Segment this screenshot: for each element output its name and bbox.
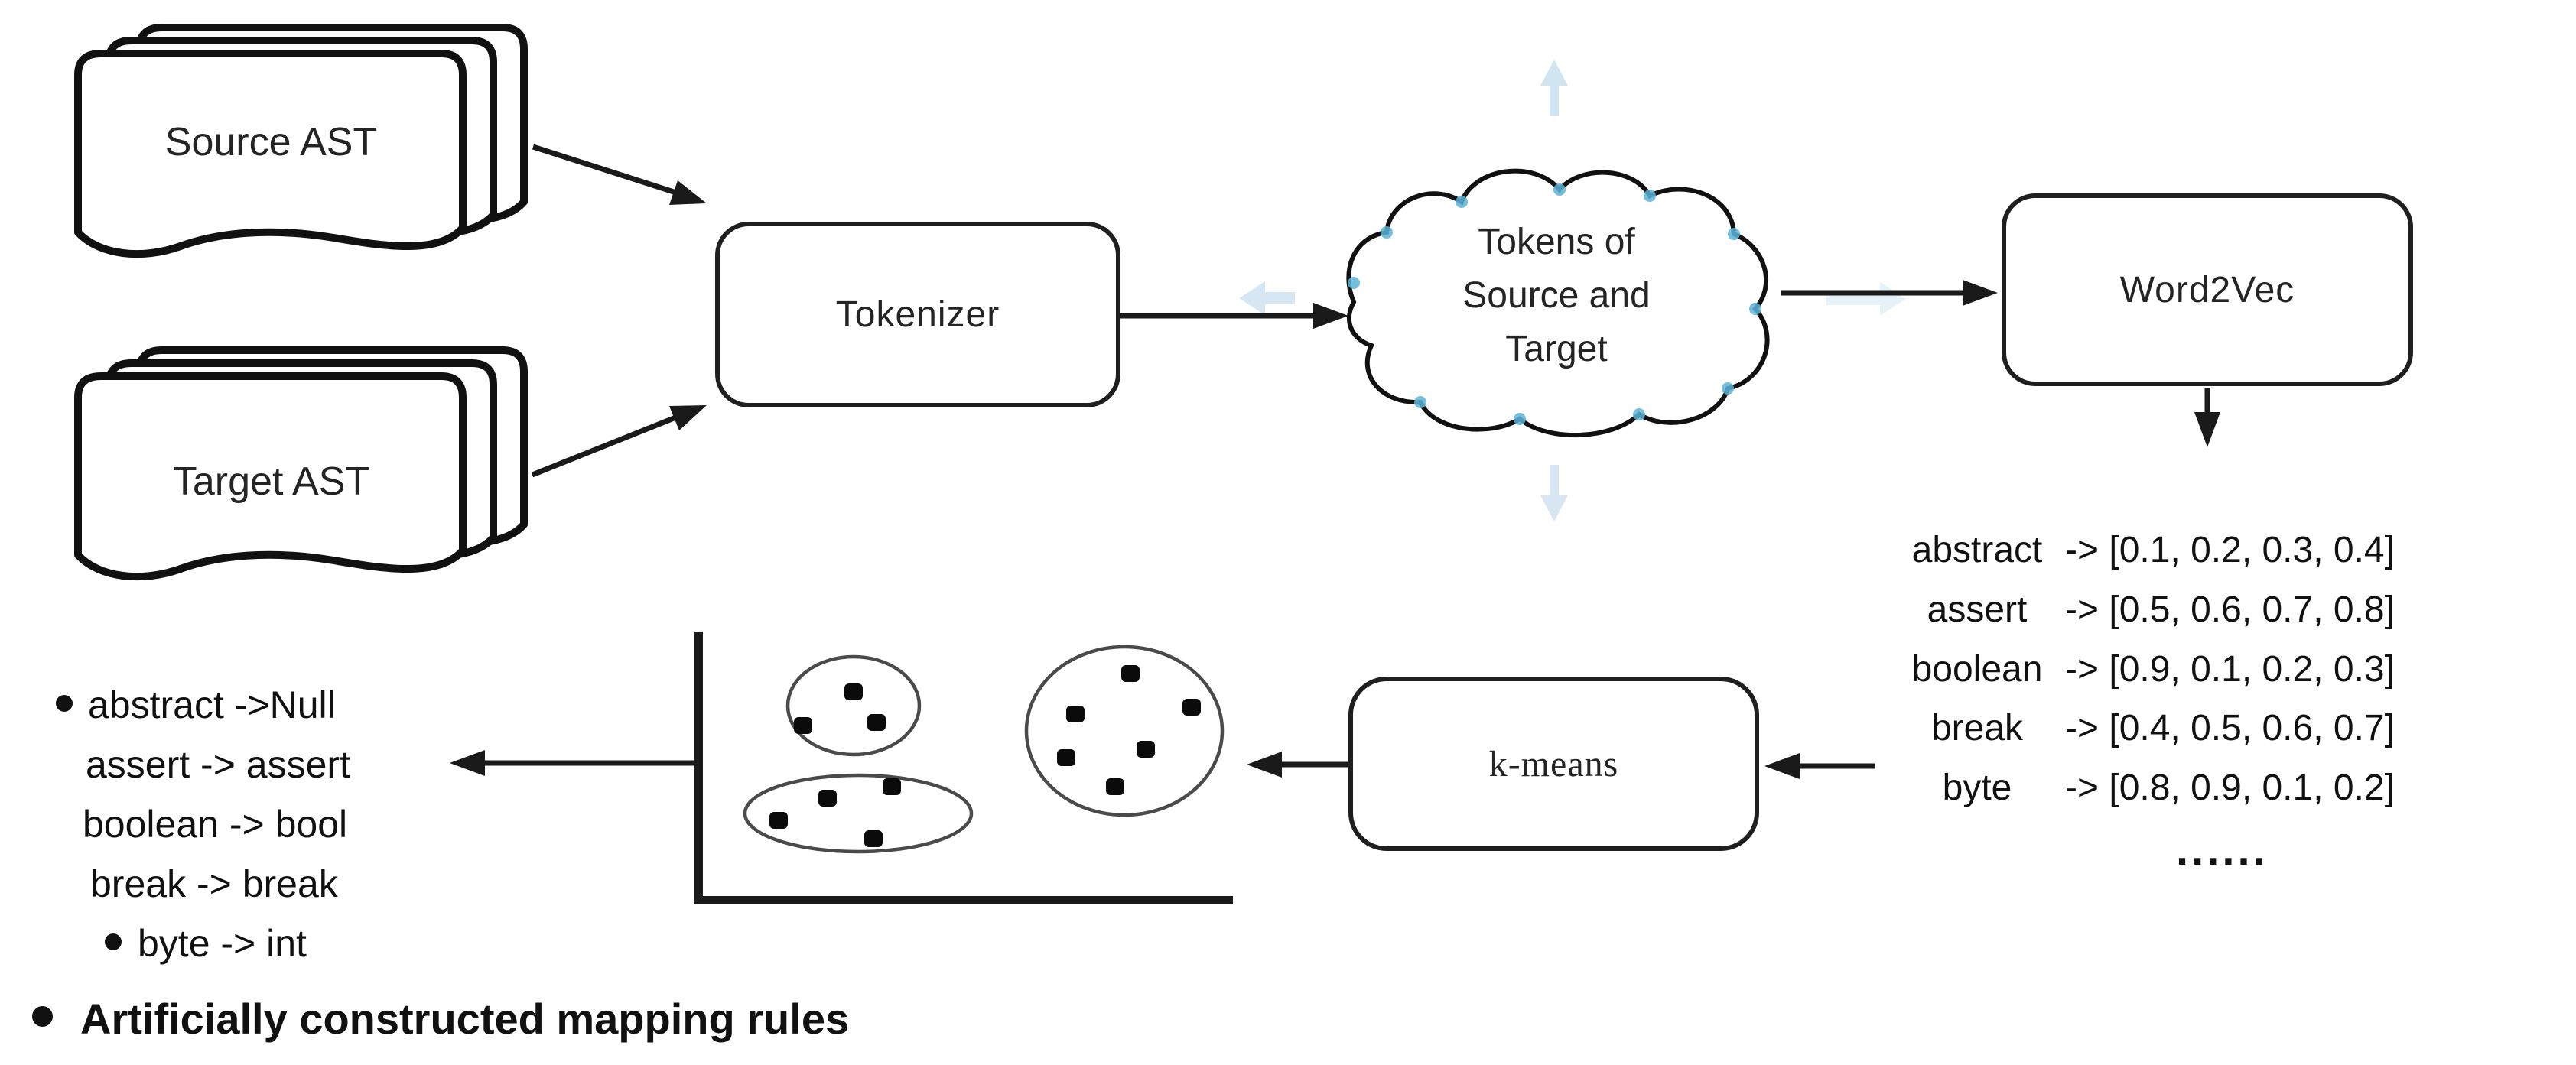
connection-handle-icon <box>1728 228 1740 240</box>
source-ast-stack <box>74 24 528 258</box>
vector-word: break <box>1930 708 2024 748</box>
mapping-row: abstract ->Null <box>88 683 336 726</box>
ghost-arrow-down-icon <box>1540 465 1568 521</box>
data-point <box>1137 741 1155 758</box>
stack-page-front <box>74 372 467 581</box>
vector-word: abstract <box>1911 530 2043 570</box>
tokenizer-label: Tokenizer <box>835 294 1000 335</box>
data-point <box>818 790 837 807</box>
vector-word: assert <box>1927 589 2028 630</box>
connection-handle-icon <box>1749 303 1761 315</box>
data-point <box>883 778 901 795</box>
arrow-target-to-tokenizer <box>531 405 707 478</box>
cluster-points <box>769 665 1201 847</box>
vector-value: -> [0.4, 0.5, 0.6, 0.7] <box>2065 708 2395 748</box>
cluster-ellipse-wide <box>743 773 974 854</box>
arrowhead-icon <box>669 180 707 205</box>
vector-ellipsis: ...... <box>2176 825 2269 875</box>
data-point <box>1066 706 1085 722</box>
data-point <box>844 683 863 700</box>
kmeans-box: k-means <box>1348 677 1759 851</box>
data-point <box>864 830 883 847</box>
vector-word: byte <box>1942 768 2012 808</box>
cloud-label: Tokens of Source and Target <box>1373 216 1740 376</box>
cluster-ellipse-small <box>785 654 922 757</box>
data-point <box>1121 665 1140 682</box>
vector-value: -> [0.5, 0.6, 0.7, 0.8] <box>2065 589 2395 630</box>
bullet-icon <box>32 1006 53 1027</box>
tokens-cloud <box>1346 168 1770 437</box>
data-point <box>1106 778 1124 795</box>
arrow-source-to-tokenizer <box>532 144 707 205</box>
vector-value: -> [0.8, 0.9, 0.1, 0.2] <box>2065 768 2395 808</box>
plot-x-axis <box>694 896 1233 904</box>
connection-handle-icon <box>1514 413 1526 425</box>
target-ast-label: Target AST <box>172 459 370 504</box>
tokenizer-box: Tokenizer <box>715 222 1120 407</box>
vector-word: boolean <box>1911 649 2043 690</box>
arrowhead-icon <box>669 405 707 430</box>
ghost-arrow-right-icon <box>1826 282 1906 316</box>
kmeans-label: k-means <box>1488 743 1619 784</box>
arrowhead-icon <box>1247 752 1282 778</box>
mapping-row: boolean -> bool <box>83 803 348 846</box>
cloud-connection-handles <box>1348 183 1761 425</box>
connection-handle-icon <box>1633 408 1645 420</box>
connection-handle-icon <box>1414 396 1426 408</box>
data-point <box>1182 699 1201 716</box>
arrow-kmeans-to-plot <box>1247 752 1349 778</box>
mapping-row: break -> break <box>90 862 338 905</box>
connection-handle-icon <box>1722 382 1734 395</box>
ghost-arrow-up-icon <box>1540 60 1568 116</box>
data-point <box>1057 749 1075 766</box>
cloud-label-line3: Target <box>1505 329 1608 369</box>
arrow-vectors-to-kmeans <box>1764 753 1875 779</box>
mapping-row: byte -> int <box>138 922 307 965</box>
arrowhead-icon <box>2194 412 2220 447</box>
target-ast-stack <box>74 346 528 581</box>
flow-arrows <box>450 144 2220 779</box>
arrow-word2vec-to-vectors <box>2194 388 2220 447</box>
arrowhead-icon <box>1764 753 1800 779</box>
stack-page-front <box>74 50 467 258</box>
ghost-arrow-left-icon <box>1239 281 1295 315</box>
connection-handle-icon <box>1348 277 1360 289</box>
arrowhead-icon <box>1313 303 1348 329</box>
cloud-label-line2: Source and <box>1462 275 1651 316</box>
arrow-tokenizer-to-cloud <box>1118 303 1348 329</box>
cluster-plot <box>694 632 1233 904</box>
source-ast-label: Source AST <box>164 120 378 164</box>
connection-handle-icon <box>1381 226 1393 239</box>
mapping-row: assert -> assert <box>86 743 350 786</box>
vector-value: -> [0.1, 0.2, 0.3, 0.4] <box>2065 530 2395 570</box>
arrowhead-icon <box>450 750 485 776</box>
data-point <box>867 714 886 731</box>
vector-value: -> [0.9, 0.1, 0.2, 0.3] <box>2065 649 2395 690</box>
word2vec-label: Word2Vec <box>2119 269 2295 310</box>
arrow-cloud-to-word2vec <box>1781 280 1998 306</box>
bullet-icon <box>56 695 73 712</box>
data-point <box>769 812 788 829</box>
arrowhead-icon <box>1963 280 1998 306</box>
cluster-ellipse-large <box>1024 645 1225 817</box>
cloud-label-line1: Tokens of <box>1478 222 1635 262</box>
connection-handle-icon <box>1644 190 1656 202</box>
data-point <box>794 717 812 734</box>
bullet-icon <box>105 933 122 950</box>
connection-handle-icon <box>1553 183 1566 196</box>
connection-handle-icon <box>1456 196 1468 208</box>
arrow-plot-to-mappings <box>450 750 694 776</box>
plot-y-axis <box>694 632 703 904</box>
word2vec-box: Word2Vec <box>2002 193 2413 386</box>
caption-label: Artificially constructed mapping rules <box>80 995 850 1043</box>
